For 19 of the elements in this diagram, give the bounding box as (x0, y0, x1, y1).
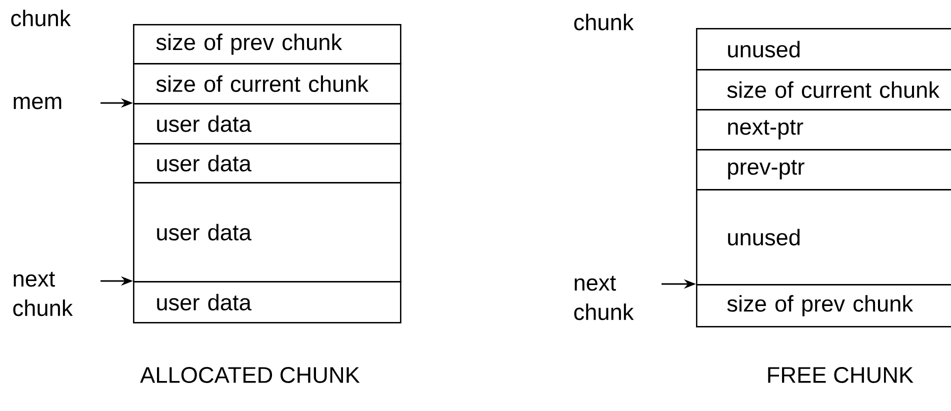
memory-cell: user data (133, 281, 402, 324)
memory-cell: user data (133, 143, 402, 184)
chunk-label: chunk (11, 10, 71, 26)
pointer-label: next chunk (574, 276, 634, 320)
memory-cell: size of prev chunk (696, 284, 951, 328)
memory-cell: user data (133, 182, 402, 282)
memory-cell: size of current chunk (133, 63, 402, 104)
memory-cell: user data (133, 103, 402, 144)
memory-cell: prev-ptr (696, 149, 951, 190)
memory-cell: unused (696, 189, 951, 286)
memory-cell: size of prev chunk (133, 24, 402, 64)
chunk-label: chunk (574, 14, 634, 30)
caption: FREE CHUNK (768, 366, 914, 384)
memory-cell: size of current chunk (696, 69, 951, 110)
pointer-label: next chunk (13, 272, 73, 316)
caption: ALLOCATED CHUNK (140, 366, 360, 384)
memory-cell: next-ptr (696, 109, 951, 150)
pointer-label: mem (14, 96, 62, 110)
memory-cell: unused (696, 28, 951, 70)
